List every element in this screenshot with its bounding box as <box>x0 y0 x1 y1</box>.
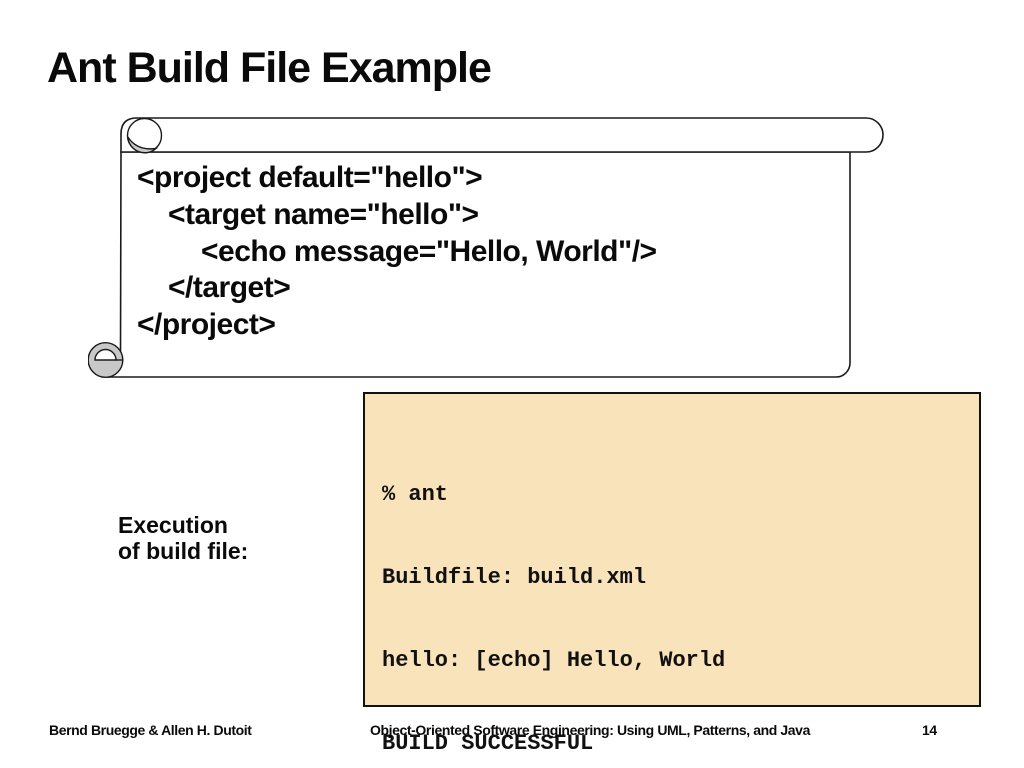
scroll-top-band <box>120 117 884 153</box>
scroll-shape-icon <box>88 117 884 378</box>
terminal-line: hello: [echo] Hello, World <box>382 647 726 673</box>
xml-code-line: <project default="hello"> <box>137 161 483 194</box>
terminal-text: % ant Buildfile: build.xml hello: [echo]… <box>382 426 725 768</box>
terminal-output-box: % ant Buildfile: build.xml hello: [echo]… <box>363 392 981 756</box>
scroll-top-curl-shade <box>126 134 159 154</box>
execution-label: Execution of build file: <box>118 512 249 564</box>
xml-code-line: </target> <box>168 271 291 305</box>
footer-book-title: Object-Oriented Software Engineering: Us… <box>370 722 810 738</box>
scroll-bottom-curl-inner <box>94 348 117 361</box>
footer: Bernd Bruegge & Allen H. Dutoit Object-O… <box>0 722 1024 742</box>
xml-code-line: <target name="hello"> <box>168 197 479 231</box>
terminal-line: % ant <box>382 482 449 508</box>
footer-authors: Bernd Bruegge & Allen H. Dutoit <box>49 722 252 738</box>
xml-code-block: <project default="hello"> <target name="… <box>137 160 657 344</box>
page-title: Ant Build File Example <box>47 44 492 92</box>
footer-page-number: 14 <box>922 722 937 738</box>
xml-code-line: <echo message="Hello, World"/> <box>201 234 657 268</box>
xml-code-line: </project> <box>137 308 276 342</box>
terminal-line: Buildfile: build.xml <box>382 564 647 590</box>
terminal-line: BUILD SUCCESSFUL <box>382 730 594 756</box>
